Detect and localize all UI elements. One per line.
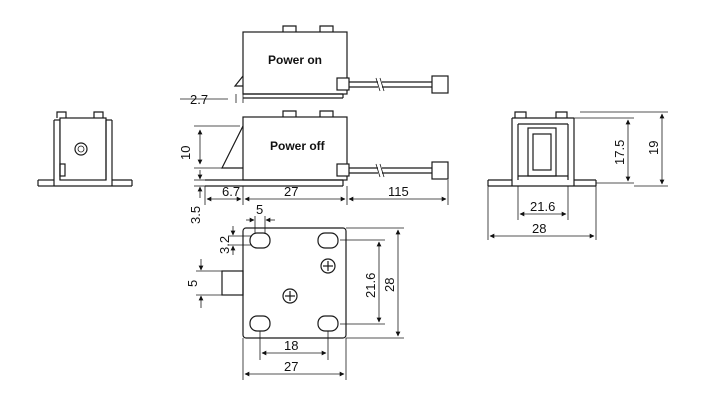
dim-body-length: 27 bbox=[244, 184, 348, 205]
dim-plunger-height-value: 10 bbox=[178, 146, 193, 160]
dim-slot-width: 5 bbox=[246, 202, 275, 234]
dim-plunger-width-value: 5 bbox=[185, 280, 200, 287]
dim-end-inner-height-value: 17.5 bbox=[612, 140, 627, 165]
dim-wire-length-value: 115 bbox=[388, 184, 409, 199]
dim-plunger-height: 10 bbox=[178, 125, 240, 169]
dim-plunger-length: 6.7 bbox=[204, 184, 244, 205]
dim-end-inner-width-value: 21.6 bbox=[530, 199, 555, 214]
bottom-plate-view bbox=[221, 227, 347, 339]
dim-top-gap-value: 2.7 bbox=[190, 92, 208, 107]
dim-plate-height-value: 28 bbox=[382, 278, 397, 292]
dim-end-outer-width-value: 28 bbox=[532, 221, 546, 236]
dim-end-outer-width: 28 bbox=[487, 186, 597, 240]
dim-plate-width: 27 bbox=[242, 338, 347, 380]
dim-hole-spacing-h-value: 18 bbox=[284, 338, 298, 353]
dim-plate-height: 28 bbox=[346, 227, 404, 339]
power-on-view: Power on bbox=[233, 25, 449, 99]
dim-end-outer-height-value: 19 bbox=[646, 141, 661, 155]
dim-end-inner-width: 21.6 bbox=[517, 186, 569, 220]
dim-body-length-value: 27 bbox=[284, 184, 298, 199]
dim-wire-length: 115 bbox=[348, 180, 449, 205]
dim-plunger-width: 5 bbox=[185, 259, 222, 308]
dim-slot-pitch: 3.2 bbox=[217, 226, 252, 255]
dim-end-outer-height: 19 bbox=[580, 111, 668, 187]
dim-slot-width-value: 5 bbox=[256, 202, 263, 217]
dim-base-offset-value: 3.5 bbox=[188, 206, 203, 224]
right-end-view bbox=[487, 111, 597, 187]
left-end-view bbox=[37, 111, 133, 187]
dim-hole-spacing-v-value: 21.6 bbox=[363, 273, 378, 298]
dim-base-offset: 3.5 bbox=[188, 170, 205, 224]
dim-hole-spacing-h: 18 bbox=[259, 331, 329, 360]
dim-plunger-length-value: 6.7 bbox=[222, 184, 240, 199]
power-on-label: Power on bbox=[268, 53, 322, 67]
dim-hole-spacing-v: 21.6 bbox=[340, 239, 385, 325]
power-off-view: Power off bbox=[205, 110, 449, 187]
dim-top-gap: 2.7 bbox=[180, 92, 244, 107]
power-off-label: Power off bbox=[270, 139, 326, 153]
dim-end-inner-height: 17.5 bbox=[574, 117, 634, 184]
dim-plate-width-value: 27 bbox=[284, 359, 298, 374]
dim-slot-pitch-value: 3.2 bbox=[217, 236, 232, 254]
